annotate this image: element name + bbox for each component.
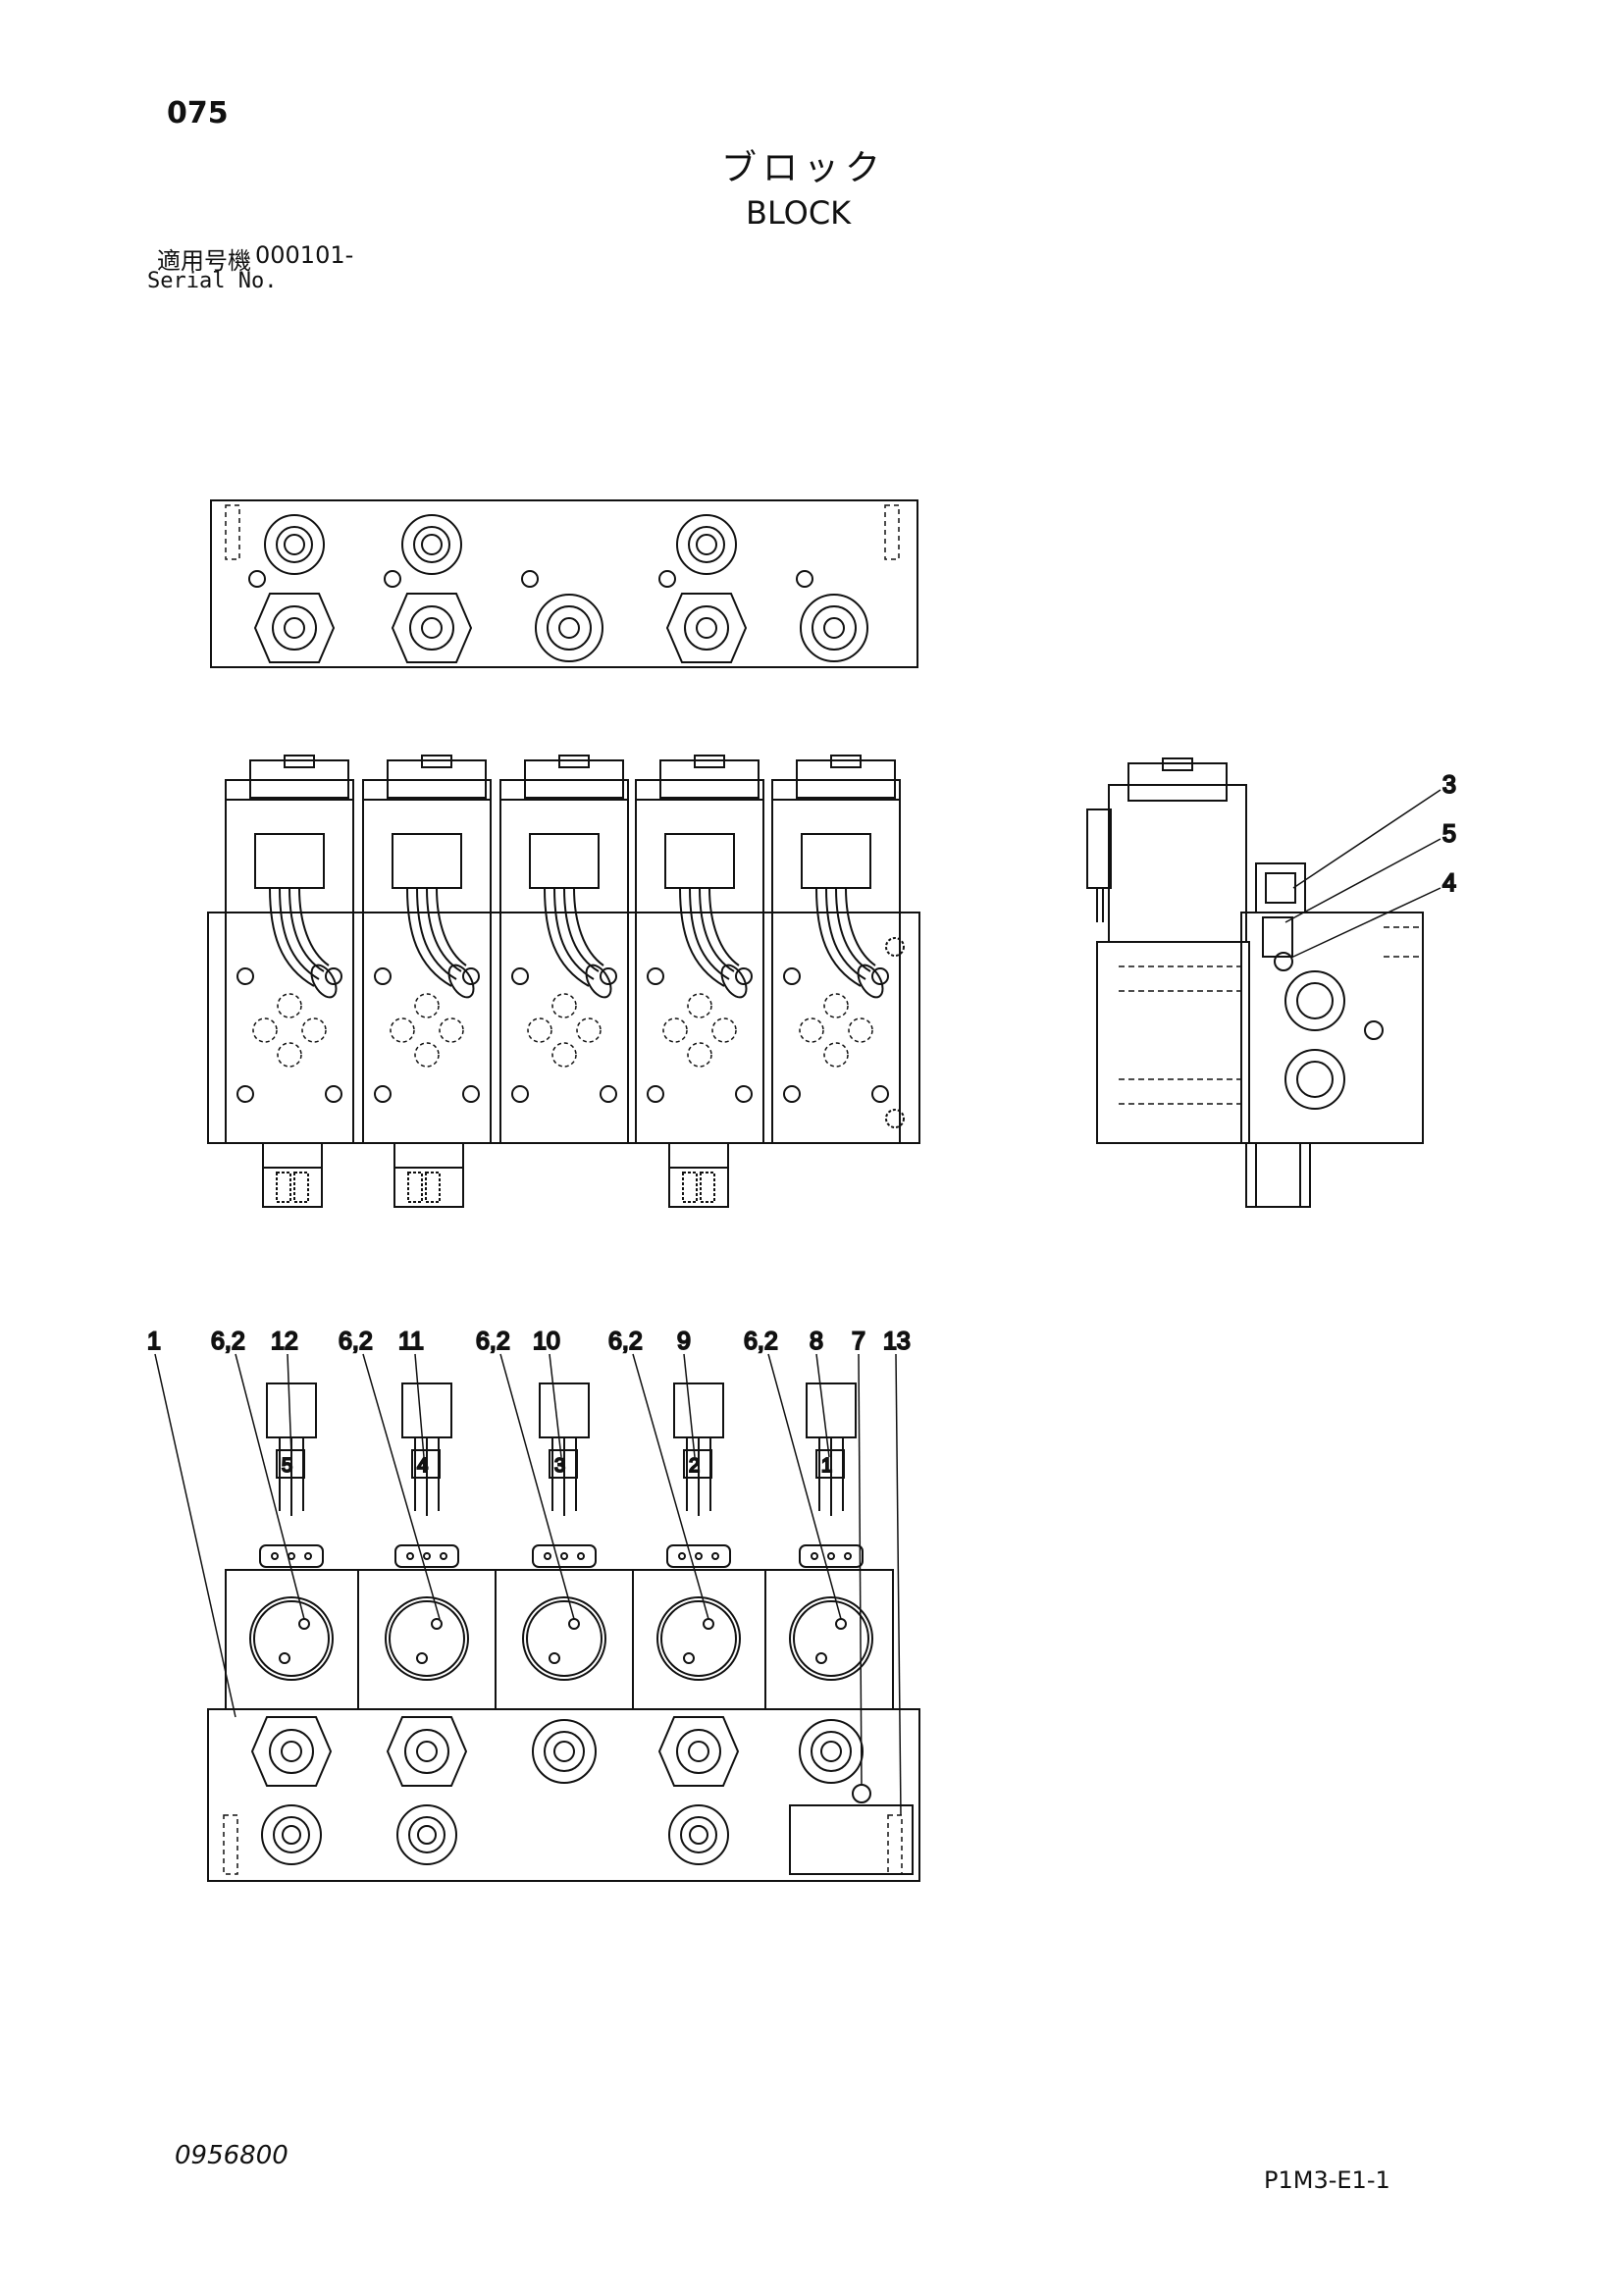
callout-6-2-a: 6,2 [211, 1328, 245, 1355]
callout-11: 11 [398, 1328, 424, 1355]
bottom-solenoids [225, 1569, 894, 1710]
bottom-view-assembly [207, 1382, 920, 1882]
connector-number-4: 4 [417, 1455, 428, 1477]
top-lower-ports [253, 593, 868, 663]
side-callout-5: 5 [1442, 820, 1456, 848]
page-code: P1M3-E1-1 [1264, 2166, 1390, 2194]
connector-number-1: 1 [821, 1455, 832, 1477]
solenoid-front-4 [635, 755, 764, 1144]
callout-1: 1 [147, 1328, 161, 1355]
serial-label-english: Serial No. [147, 269, 278, 293]
solenoid-front-1 [225, 755, 354, 1144]
connector-number-2: 2 [689, 1455, 700, 1477]
drawing-number: 0956800 [175, 2141, 288, 2170]
title-japanese: ブロック [721, 148, 887, 188]
top-upper-ports [264, 514, 737, 575]
bottom-block-ports [250, 1716, 871, 1865]
connector-number-3: 3 [554, 1455, 565, 1477]
callout-8: 8 [810, 1328, 823, 1355]
side-callout-3: 3 [1442, 771, 1456, 799]
side-callout-4: 4 [1442, 869, 1456, 897]
front-bottom-fittings [262, 1142, 729, 1208]
callout-6-2-b: 6,2 [339, 1328, 373, 1355]
front-view-assembly [207, 755, 920, 1208]
callout-6-2-d: 6,2 [608, 1328, 643, 1355]
callout-10: 10 [533, 1328, 560, 1355]
page-number: 075 [167, 96, 229, 130]
callout-13: 13 [883, 1328, 911, 1355]
callout-12: 12 [271, 1328, 298, 1355]
title-english: BLOCK [746, 194, 852, 232]
bottom-terminal-strips [259, 1544, 864, 1568]
bottom-callout-leaders [154, 1353, 902, 1816]
serial-label-japanese: 適用号機 [157, 247, 251, 275]
side-view-assembly [1086, 757, 1424, 1208]
solenoid-front-3 [499, 755, 629, 1144]
top-view-block [210, 499, 918, 668]
solenoid-front-5 [771, 755, 901, 1144]
callout-6-2-e: 6,2 [744, 1328, 778, 1355]
side-callout-leaders [1284, 789, 1441, 958]
callout-7: 7 [852, 1328, 865, 1355]
callout-9: 9 [677, 1328, 691, 1355]
solenoid-front-2 [362, 755, 492, 1144]
bottom-connectors [266, 1382, 857, 1516]
callout-6-2-c: 6,2 [476, 1328, 510, 1355]
connector-number-5: 5 [282, 1455, 292, 1477]
serial-from: 000101- [255, 241, 354, 269]
